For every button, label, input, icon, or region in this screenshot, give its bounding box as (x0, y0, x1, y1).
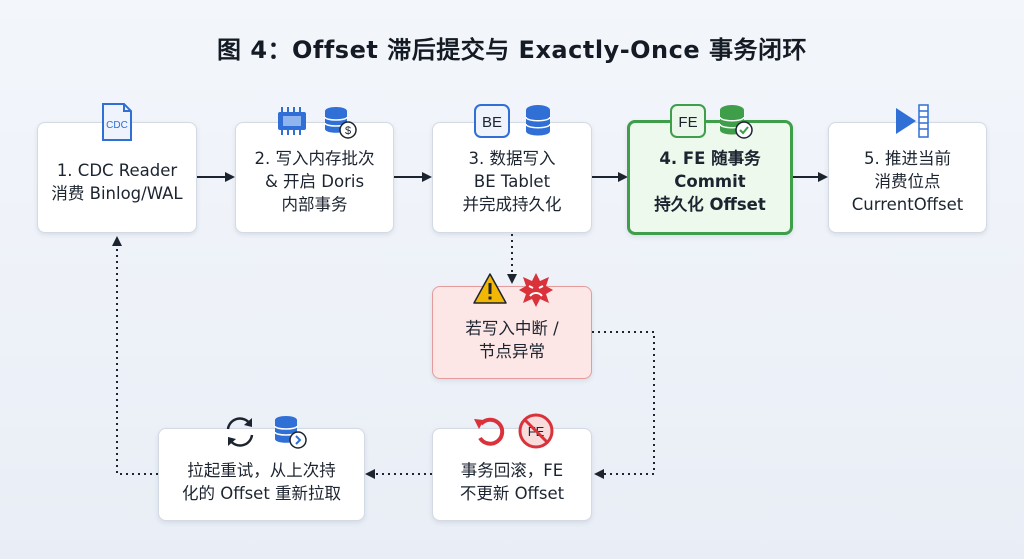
fe-node-icon: FE (670, 104, 706, 138)
database-icon (524, 104, 552, 138)
step-2-memory-batch: 2. 写入内存批次 & 开启 Doris 内部事务 (235, 122, 394, 233)
failure-label: 若写入中断 / 节点异常 (465, 318, 559, 361)
retry-box: 拉起重试，从上次持 化的 Offset 重新拉取 (158, 428, 365, 521)
step-4-fe-commit: 4. FE 随事务 Commit 持久化 Offset (627, 120, 793, 235)
svg-text:$: $ (345, 125, 351, 137)
database-fetch-icon (272, 414, 308, 450)
retry-label: 拉起重试，从上次持 化的 Offset 重新拉取 (181, 460, 342, 503)
offset-pointer-icon (892, 104, 932, 138)
rollback-box: 事务回滚，FE 不更新 Offset (432, 428, 592, 521)
rollback-label: 事务回滚，FE 不更新 Offset (459, 460, 565, 503)
diagram-title: 图 4：Offset 滞后提交与 Exactly-Once 事务闭环 (216, 36, 808, 64)
cdc-icon-label: CDC (106, 120, 128, 131)
arrow-retry-to-step1 (112, 236, 158, 475)
warning-icon (472, 272, 508, 306)
step-4-label: 4. FE 随事务 Commit 持久化 Offset (654, 149, 766, 214)
memory-chip-icon (272, 106, 312, 136)
step-5-advance-offset: 5. 推进当前 消费位点 CurrentOffset (828, 122, 987, 233)
be-node-icon: BE (474, 104, 510, 138)
fe-icon-label: FE (678, 114, 697, 131)
rollback-arrow-icon (472, 414, 508, 448)
crash-alert-icon (518, 272, 554, 308)
be-icon-label: BE (482, 114, 502, 131)
step-3-label: 3. 数据写入 BE Tablet 并完成持久化 (462, 149, 562, 214)
cdc-document-icon: CDC (100, 102, 134, 142)
arrow-failure-to-rollback (592, 331, 655, 479)
database-check-icon (718, 104, 754, 140)
step-1-label: 1. CDC Reader 消费 Binlog/WAL (51, 160, 183, 203)
failure-condition-box: 若写入中断 / 节点异常 (432, 286, 592, 379)
step-2-label: 2. 写入内存批次 & 开启 Doris 内部事务 (254, 149, 375, 214)
step-3-be-tablet: 3. 数据写入 BE Tablet 并完成持久化 (432, 122, 592, 233)
step-5-label: 5. 推进当前 消费位点 CurrentOffset (851, 149, 964, 214)
fe-blocked-icon: FE (518, 413, 554, 449)
retry-cycle-icon (222, 414, 258, 450)
database-transaction-icon: $ (322, 104, 358, 140)
